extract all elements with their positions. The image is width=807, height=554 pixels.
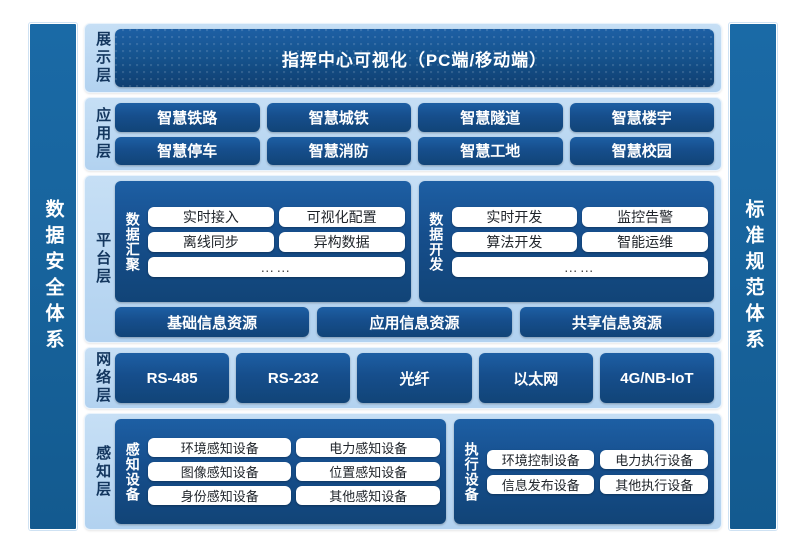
sensing-group-sensors-chips: 环境感知设备 电力感知设备 图像感知设备 位置感知设备 身份感知设备 其他感知设… <box>148 438 440 505</box>
platform-group-data-development: 数据开发 实时开发 监控告警 算法开发 智能运维 …… <box>418 181 714 302</box>
platform-group-data-aggregation: 数据汇聚 实时接入 可视化配置 离线同步 异构数据 …… <box>115 181 411 302</box>
layer-sensing-label: 感知层 <box>94 444 112 499</box>
chip-offline-sync[interactable]: 离线同步 <box>148 231 274 252</box>
layer-sensing-body: 感知设备 环境感知设备 电力感知设备 图像感知设备 位置感知设备 身份感知设备 … <box>115 419 714 524</box>
layer-presentation-label: 展示层 <box>94 31 112 85</box>
layer-platform: 平台层 数据汇聚 实时接入 可视化配置 离线同步 异构数据 …… <box>84 175 722 343</box>
left-pillar-data-security: 数据安全体系 <box>29 23 77 530</box>
app-item-smart-railway[interactable]: 智慧铁路 <box>115 103 260 132</box>
chip-image-sensor[interactable]: 图像感知设备 <box>148 462 292 481</box>
platform-groups: 数据汇聚 实时接入 可视化配置 离线同步 异构数据 …… 数据开发 <box>115 181 714 302</box>
chip-heterogeneous-data[interactable]: 异构数据 <box>278 231 405 252</box>
resource-basic-information[interactable]: 基础信息资源 <box>115 307 310 337</box>
chip-realtime-ingest[interactable]: 实时接入 <box>148 206 274 227</box>
layer-platform-label: 平台层 <box>94 232 112 286</box>
chip-other-sensor[interactable]: 其他感知设备 <box>296 486 440 505</box>
chip-environment-sensor[interactable]: 环境感知设备 <box>148 438 292 457</box>
platform-group-data-aggregation-title: 数据汇聚 <box>124 211 141 272</box>
sensing-group-actuators-chips: 环境控制设备 电力执行设备 信息发布设备 其他执行设备 <box>486 449 708 494</box>
app-item-smart-urban-rail[interactable]: 智慧城铁 <box>266 103 411 132</box>
layer-network: 网络层 RS-485 RS-232 光纤 以太网 4G/NB-IoT <box>84 347 722 409</box>
layer-presentation-body: 指挥中心可视化（PC端/移动端） <box>115 29 714 87</box>
layer-sensing: 感知层 感知设备 环境感知设备 电力感知设备 图像感知设备 位置感知设备 身份感… <box>84 413 722 530</box>
layer-network-body: RS-485 RS-232 光纤 以太网 4G/NB-IoT <box>115 353 715 403</box>
app-item-smart-building[interactable]: 智慧楼宇 <box>569 103 714 132</box>
left-pillar-label: 数据安全体系 <box>42 198 64 355</box>
layer-application-body: 智慧铁路 智慧城铁 智慧隧道 智慧楼宇 智慧停车 智慧消防 智慧工地 智慧校园 <box>115 103 714 165</box>
application-grid: 智慧铁路 智慧城铁 智慧隧道 智慧楼宇 智慧停车 智慧消防 智慧工地 智慧校园 <box>115 103 714 165</box>
sensing-group-sensors: 感知设备 环境感知设备 电力感知设备 图像感知设备 位置感知设备 身份感知设备 … <box>115 419 446 524</box>
chip-other-actuator-device[interactable]: 其他执行设备 <box>600 474 708 494</box>
right-pillar-label: 标准规范体系 <box>742 198 764 355</box>
app-item-smart-firefighting[interactable]: 智慧消防 <box>266 136 411 165</box>
chip-monitoring-alarm[interactable]: 监控告警 <box>582 206 708 227</box>
chip-identity-sensor[interactable]: 身份感知设备 <box>148 486 292 505</box>
presentation-banner[interactable]: 指挥中心可视化（PC端/移动端） <box>115 29 714 87</box>
resource-shared-information[interactable]: 共享信息资源 <box>519 307 714 337</box>
network-item-rs485[interactable]: RS-485 <box>115 353 230 403</box>
chip-visual-config[interactable]: 可视化配置 <box>278 206 405 227</box>
sensing-group-sensors-title: 感知设备 <box>124 441 141 502</box>
platform-group-data-development-chips: 实时开发 监控告警 算法开发 智能运维 …… <box>451 206 708 277</box>
resource-application-information[interactable]: 应用信息资源 <box>317 307 512 337</box>
app-item-smart-campus[interactable]: 智慧校园 <box>569 136 714 165</box>
chip-power-sensor[interactable]: 电力感知设备 <box>296 438 440 457</box>
platform-resource-row: 基础信息资源 应用信息资源 共享信息资源 <box>115 307 714 337</box>
layer-application-label: 应用层 <box>94 107 112 161</box>
platform-group-data-development-title: 数据开发 <box>428 211 445 272</box>
chip-environment-control-device[interactable]: 环境控制设备 <box>486 449 595 469</box>
layer-network-label: 网络层 <box>94 351 112 405</box>
chip-aggregation-more[interactable]: …… <box>148 256 405 277</box>
chip-information-release-device[interactable]: 信息发布设备 <box>486 474 595 494</box>
app-item-smart-construction[interactable]: 智慧工地 <box>418 136 563 165</box>
app-item-smart-tunnel[interactable]: 智慧隧道 <box>418 103 563 132</box>
chip-position-sensor[interactable]: 位置感知设备 <box>296 462 440 481</box>
chip-development-more[interactable]: …… <box>451 256 708 277</box>
chip-realtime-development[interactable]: 实时开发 <box>451 206 578 227</box>
layer-platform-body: 数据汇聚 实时接入 可视化配置 离线同步 异构数据 …… 数据开发 <box>115 181 714 337</box>
layer-stack: 展示层 指挥中心可视化（PC端/移动端） 应用层 智慧铁路 智慧城铁 智慧隧道 … <box>84 23 722 530</box>
network-item-4g-nbiot[interactable]: 4G/NB-IoT <box>599 353 715 403</box>
layer-application: 应用层 智慧铁路 智慧城铁 智慧隧道 智慧楼宇 智慧停车 智慧消防 智慧工地 智… <box>84 97 722 171</box>
chip-intelligent-ops[interactable]: 智能运维 <box>582 231 708 252</box>
network-item-fiber[interactable]: 光纤 <box>357 353 472 403</box>
network-item-ethernet[interactable]: 以太网 <box>478 353 593 403</box>
sensing-group-actuators-title: 执行设备 <box>463 441 480 502</box>
right-pillar-standards: 标准规范体系 <box>729 23 777 530</box>
sensing-group-actuators: 执行设备 环境控制设备 电力执行设备 信息发布设备 其他执行设备 <box>453 419 714 524</box>
app-item-smart-parking[interactable]: 智慧停车 <box>115 136 260 165</box>
chip-power-actuator-device[interactable]: 电力执行设备 <box>600 449 708 469</box>
network-item-rs232[interactable]: RS-232 <box>236 353 351 403</box>
network-item-row: RS-485 RS-232 光纤 以太网 4G/NB-IoT <box>115 353 715 403</box>
layer-presentation: 展示层 指挥中心可视化（PC端/移动端） <box>84 23 722 93</box>
chip-algorithm-development[interactable]: 算法开发 <box>451 231 578 252</box>
platform-group-data-aggregation-chips: 实时接入 可视化配置 离线同步 异构数据 …… <box>148 206 405 277</box>
